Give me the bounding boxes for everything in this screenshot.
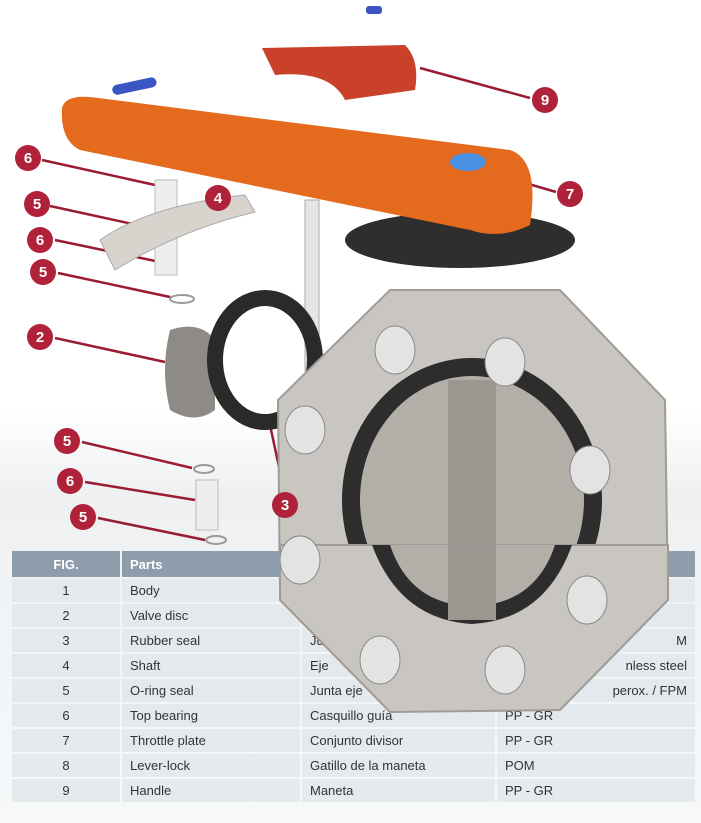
fig-cell: 3 (12, 629, 120, 652)
fig-cell: 6 (12, 704, 120, 727)
spanish-name: Maneta (302, 779, 495, 802)
callout-6: 6 (66, 473, 74, 490)
pin (112, 77, 157, 95)
callout-5: 5 (39, 264, 47, 281)
spanish-name: Gatillo de la maneta (302, 754, 495, 777)
callout-6: 6 (24, 150, 32, 167)
part-name: Lever-lock (122, 754, 300, 777)
part-name: Top bearing (122, 704, 300, 727)
header-parts: Parts (122, 551, 695, 577)
material: PP - GR (497, 704, 695, 727)
callout-6: 6 (36, 232, 44, 249)
part-name: Body (122, 579, 300, 602)
fig-cell: 2 (12, 604, 120, 627)
lever-trigger (99, 194, 256, 271)
callout-5: 5 (33, 196, 41, 213)
material: POM (497, 754, 695, 777)
callout-2: 2 (36, 329, 44, 346)
spanish-name: Junta eje (302, 679, 495, 702)
material: nless steel (497, 654, 695, 677)
part-name: O-ring seal (122, 679, 300, 702)
part-name: Throttle plate (122, 729, 300, 752)
callout-3: 3 (281, 497, 289, 514)
valve-disc (165, 326, 215, 418)
rubber-seal (207, 290, 323, 430)
spanish-name: Eje (302, 654, 495, 677)
header-fig: FIG. (12, 551, 120, 577)
part-name: Shaft (122, 654, 300, 677)
callout-5: 5 (79, 509, 87, 526)
fig-cell: 4 (12, 654, 120, 677)
fig-cell: 5 (12, 679, 120, 702)
callout-7: 7 (566, 186, 574, 203)
material: PP - GR (497, 779, 695, 802)
fig-cell: 9 (12, 779, 120, 802)
part-name: Rubber seal (122, 629, 300, 652)
part-name: Valve disc (122, 604, 300, 627)
material: perox. / FPM (497, 679, 695, 702)
material: M (497, 629, 695, 652)
spanish-name: Casquillo guía (302, 704, 495, 727)
fig-cell: 7 (12, 729, 120, 752)
spanish-name: Comp (302, 604, 495, 627)
spanish-name: Conjunto divisor (302, 729, 495, 752)
spanish-name: C (302, 579, 495, 602)
o-ring (193, 464, 215, 474)
part-name: Handle (122, 779, 300, 802)
lever-lock (262, 45, 417, 100)
fig-cell: 1 (12, 579, 120, 602)
handle-cap (450, 153, 486, 171)
material (497, 579, 695, 602)
o-ring (169, 294, 195, 304)
bottom-bearing (195, 479, 219, 531)
material (497, 604, 695, 627)
spanish-name: Junta co (302, 629, 495, 652)
fig-cell: 8 (12, 754, 120, 777)
callout-9: 9 (541, 92, 549, 109)
callout-4: 4 (214, 190, 223, 207)
o-ring (205, 535, 227, 545)
pin-top (366, 6, 382, 14)
material: PP - GR (497, 729, 695, 752)
callout-5: 5 (63, 433, 71, 450)
handle (61, 96, 533, 234)
